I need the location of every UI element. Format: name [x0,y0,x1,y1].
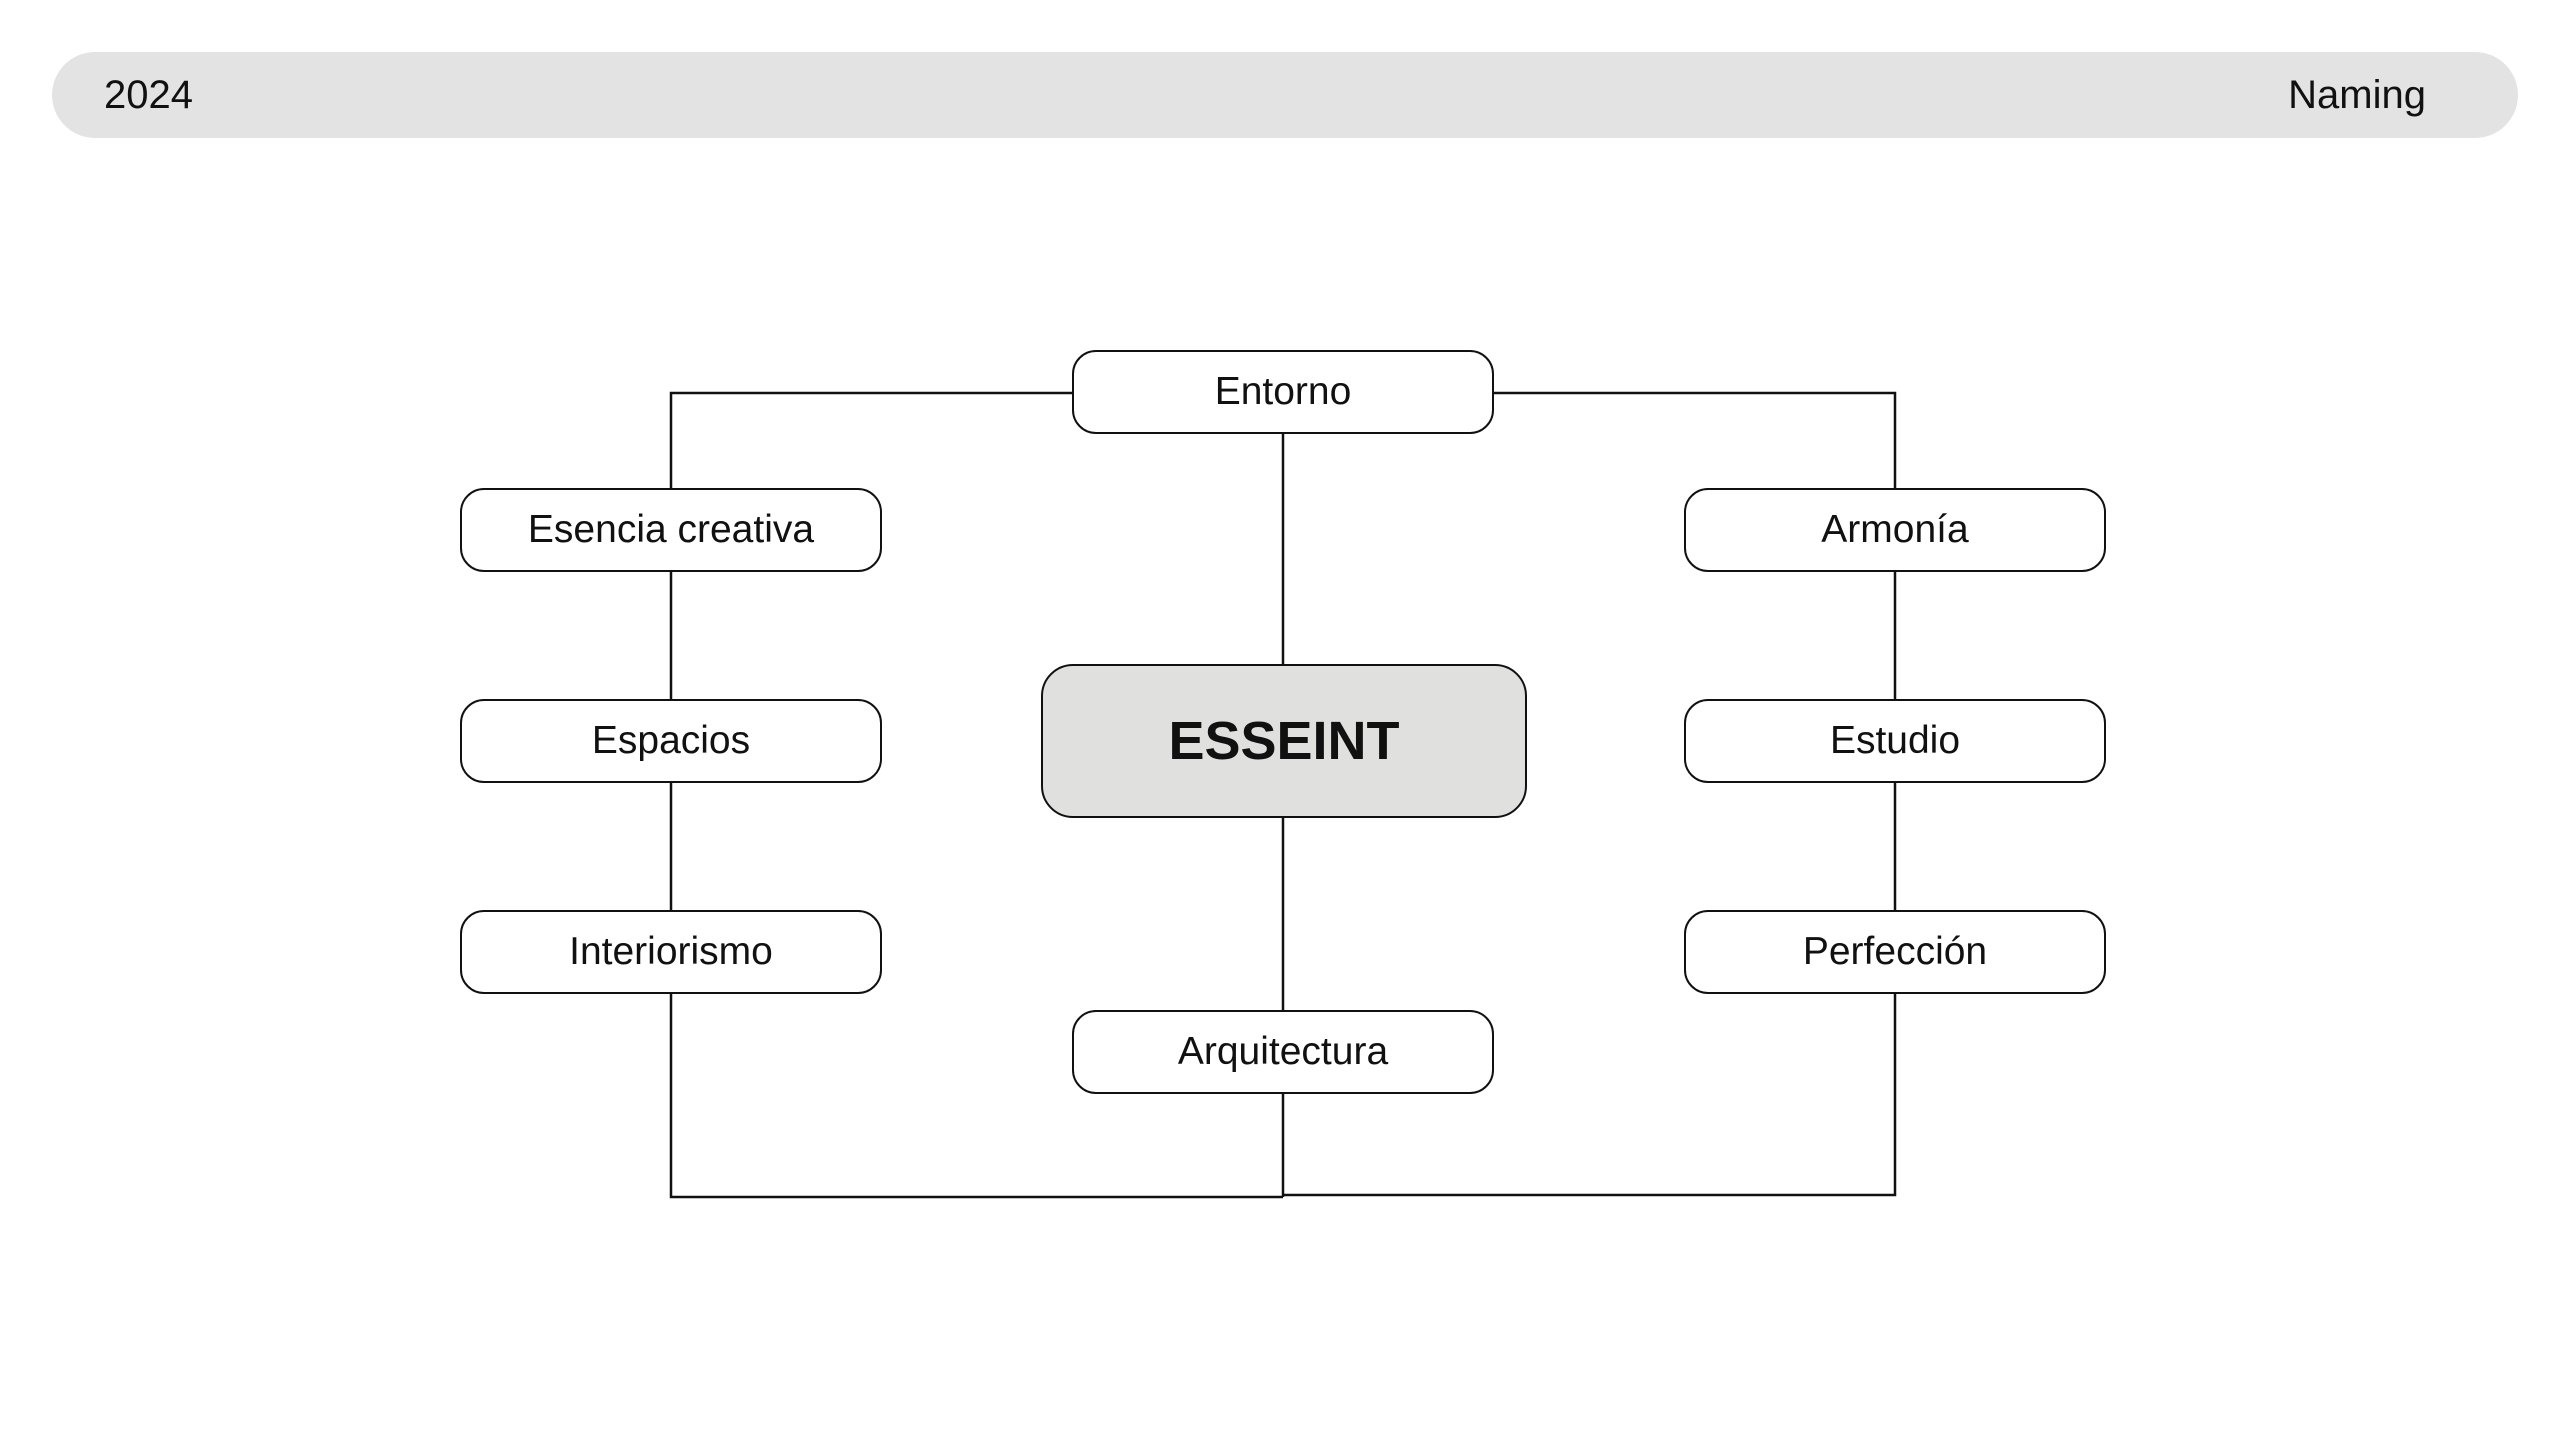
node-arquitectura: Arquitectura [1072,1010,1494,1094]
node-esencia-creativa: Esencia creativa [460,488,882,572]
connector-bottom-right [1283,994,1897,1197]
node-entorno: Entorno [1072,350,1494,434]
node-espacios: Espacios [460,699,882,783]
connector-top-left [669,391,1072,488]
node-estudio: Estudio [1684,699,2106,783]
node-interiorismo: Interiorismo [460,910,882,994]
node-armonia: Armonía [1684,488,2106,572]
header-year: 2024 [104,73,193,117]
connector-bottom-left [669,994,1283,1199]
header-bar: 2024 Naming [52,52,2518,138]
connector-top-right [1494,391,1897,488]
header-section-title: Naming [2288,73,2426,117]
node-center-esseint: ESSEINT [1041,664,1527,818]
node-perfeccion: Perfección [1684,910,2106,994]
